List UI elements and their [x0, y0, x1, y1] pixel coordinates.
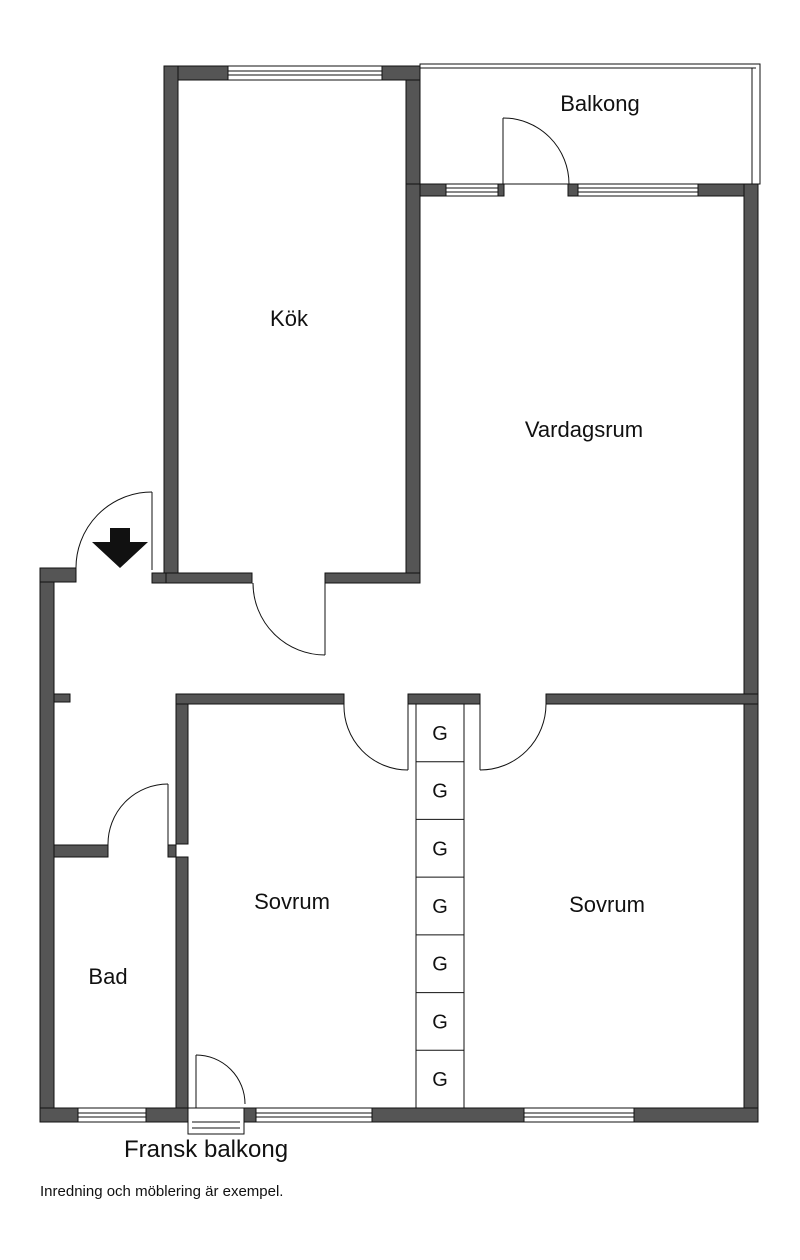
wardrobe-column: G G G G G G G [415, 703, 465, 1109]
bedroom-right-window [523, 1107, 635, 1123]
wardrobe-cells: G G G G G G G [416, 723, 464, 1091]
wardrobe-label: G [432, 723, 448, 745]
living-window-large [577, 183, 699, 197]
bedroom-left-window [255, 1107, 373, 1123]
room-label-sovrum-left: Sovrum [254, 889, 330, 914]
bedroom-left-door [343, 703, 409, 771]
room-label-kok: Kök [270, 306, 309, 331]
wardrobe-label: G [432, 838, 448, 860]
balcony-door [502, 117, 570, 185]
entrance-arrow-icon [92, 528, 148, 568]
wardrobe-label: G [432, 1011, 448, 1033]
french-balcony-door [187, 1107, 245, 1135]
doors [75, 117, 570, 1108]
kitchen-window [227, 65, 383, 81]
room-label-balkong: Balkong [560, 91, 640, 116]
french-balcony-door-swing [195, 1054, 246, 1108]
walls [39, 65, 759, 1123]
room-label-vardagsrum: Vardagsrum [525, 417, 643, 442]
bathroom-window [77, 1107, 147, 1123]
room-label-bad: Bad [88, 964, 127, 989]
wardrobe-label: G [432, 896, 448, 918]
wardrobe-label: G [432, 781, 448, 803]
room-label-sovrum-right: Sovrum [569, 892, 645, 917]
kitchen-door [252, 582, 326, 656]
bedroom-right-door [479, 703, 547, 771]
french-balcony-caption: Fransk balkong [124, 1136, 288, 1163]
bathroom-door [107, 783, 169, 846]
disclaimer-text: Inredning och möblering är exempel. [40, 1183, 283, 1200]
wardrobe-label: G [432, 1069, 448, 1091]
wardrobe-label: G [432, 954, 448, 976]
windows [77, 65, 699, 1135]
balcony-outline [419, 63, 761, 185]
entrance-door [75, 491, 153, 571]
living-window-small [445, 183, 499, 197]
